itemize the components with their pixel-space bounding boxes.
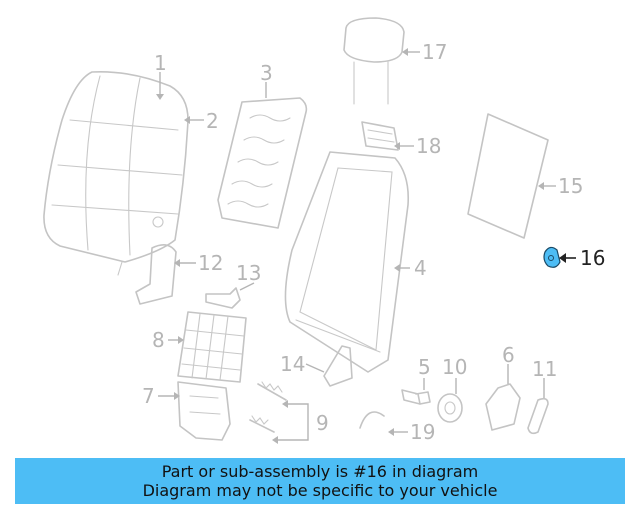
- callout-6: 6: [502, 343, 515, 367]
- callout-11: 11: [532, 357, 557, 381]
- part-8-lumbar: [177, 311, 247, 383]
- part-7-base: [177, 381, 231, 441]
- callout-9: 9: [316, 411, 329, 435]
- part-9-springs: [249, 381, 287, 433]
- callout-4: 4: [414, 256, 427, 280]
- part-13-knob: [205, 287, 241, 309]
- callout-numbers: 1 2 3 4 5 6 7 8 9 10 11 12 13 14 15 16 1…: [142, 40, 605, 444]
- part-14-bracket: [323, 345, 353, 387]
- callout-8: 8: [152, 328, 165, 352]
- part-15-panel: [467, 113, 549, 239]
- part-4-frame: [284, 151, 410, 373]
- callout-17: 17: [422, 40, 447, 64]
- part-17-headrest: [343, 17, 405, 105]
- callout-13: 13: [236, 261, 261, 285]
- callout-14: 14: [280, 352, 305, 376]
- info-banner: Part or sub-assembly is #16 in diagram D…: [15, 458, 625, 504]
- callout-19: 19: [410, 420, 435, 444]
- callout-16: 16: [580, 246, 605, 270]
- part-10-nut: [437, 393, 463, 423]
- callout-12: 12: [198, 251, 223, 275]
- callout-15: 15: [558, 174, 583, 198]
- callout-10: 10: [442, 355, 467, 379]
- leader-lines: [158, 51, 576, 441]
- part-18-guide: [361, 121, 399, 151]
- part-2-seatback-cover: [43, 70, 189, 276]
- banner-line-2: Diagram may not be specific to your vehi…: [142, 481, 498, 500]
- callout-5: 5: [418, 355, 431, 379]
- part-11-trim: [527, 397, 549, 435]
- arrowheads: [156, 48, 566, 444]
- callout-3: 3: [260, 61, 273, 85]
- banner-line-1: Part or sub-assembly is #16 in diagram: [161, 462, 479, 481]
- part-16-clip: [543, 246, 561, 268]
- callout-7: 7: [142, 384, 155, 408]
- part-5-bolt: [401, 389, 431, 405]
- callout-18: 18: [416, 134, 441, 158]
- part-19-wire: [359, 411, 385, 429]
- part-6-cover: [485, 383, 521, 431]
- part-12-bracket: [135, 244, 177, 305]
- callout-2: 2: [206, 109, 219, 133]
- callout-1: 1: [154, 51, 167, 75]
- part-3-pad: [217, 97, 308, 229]
